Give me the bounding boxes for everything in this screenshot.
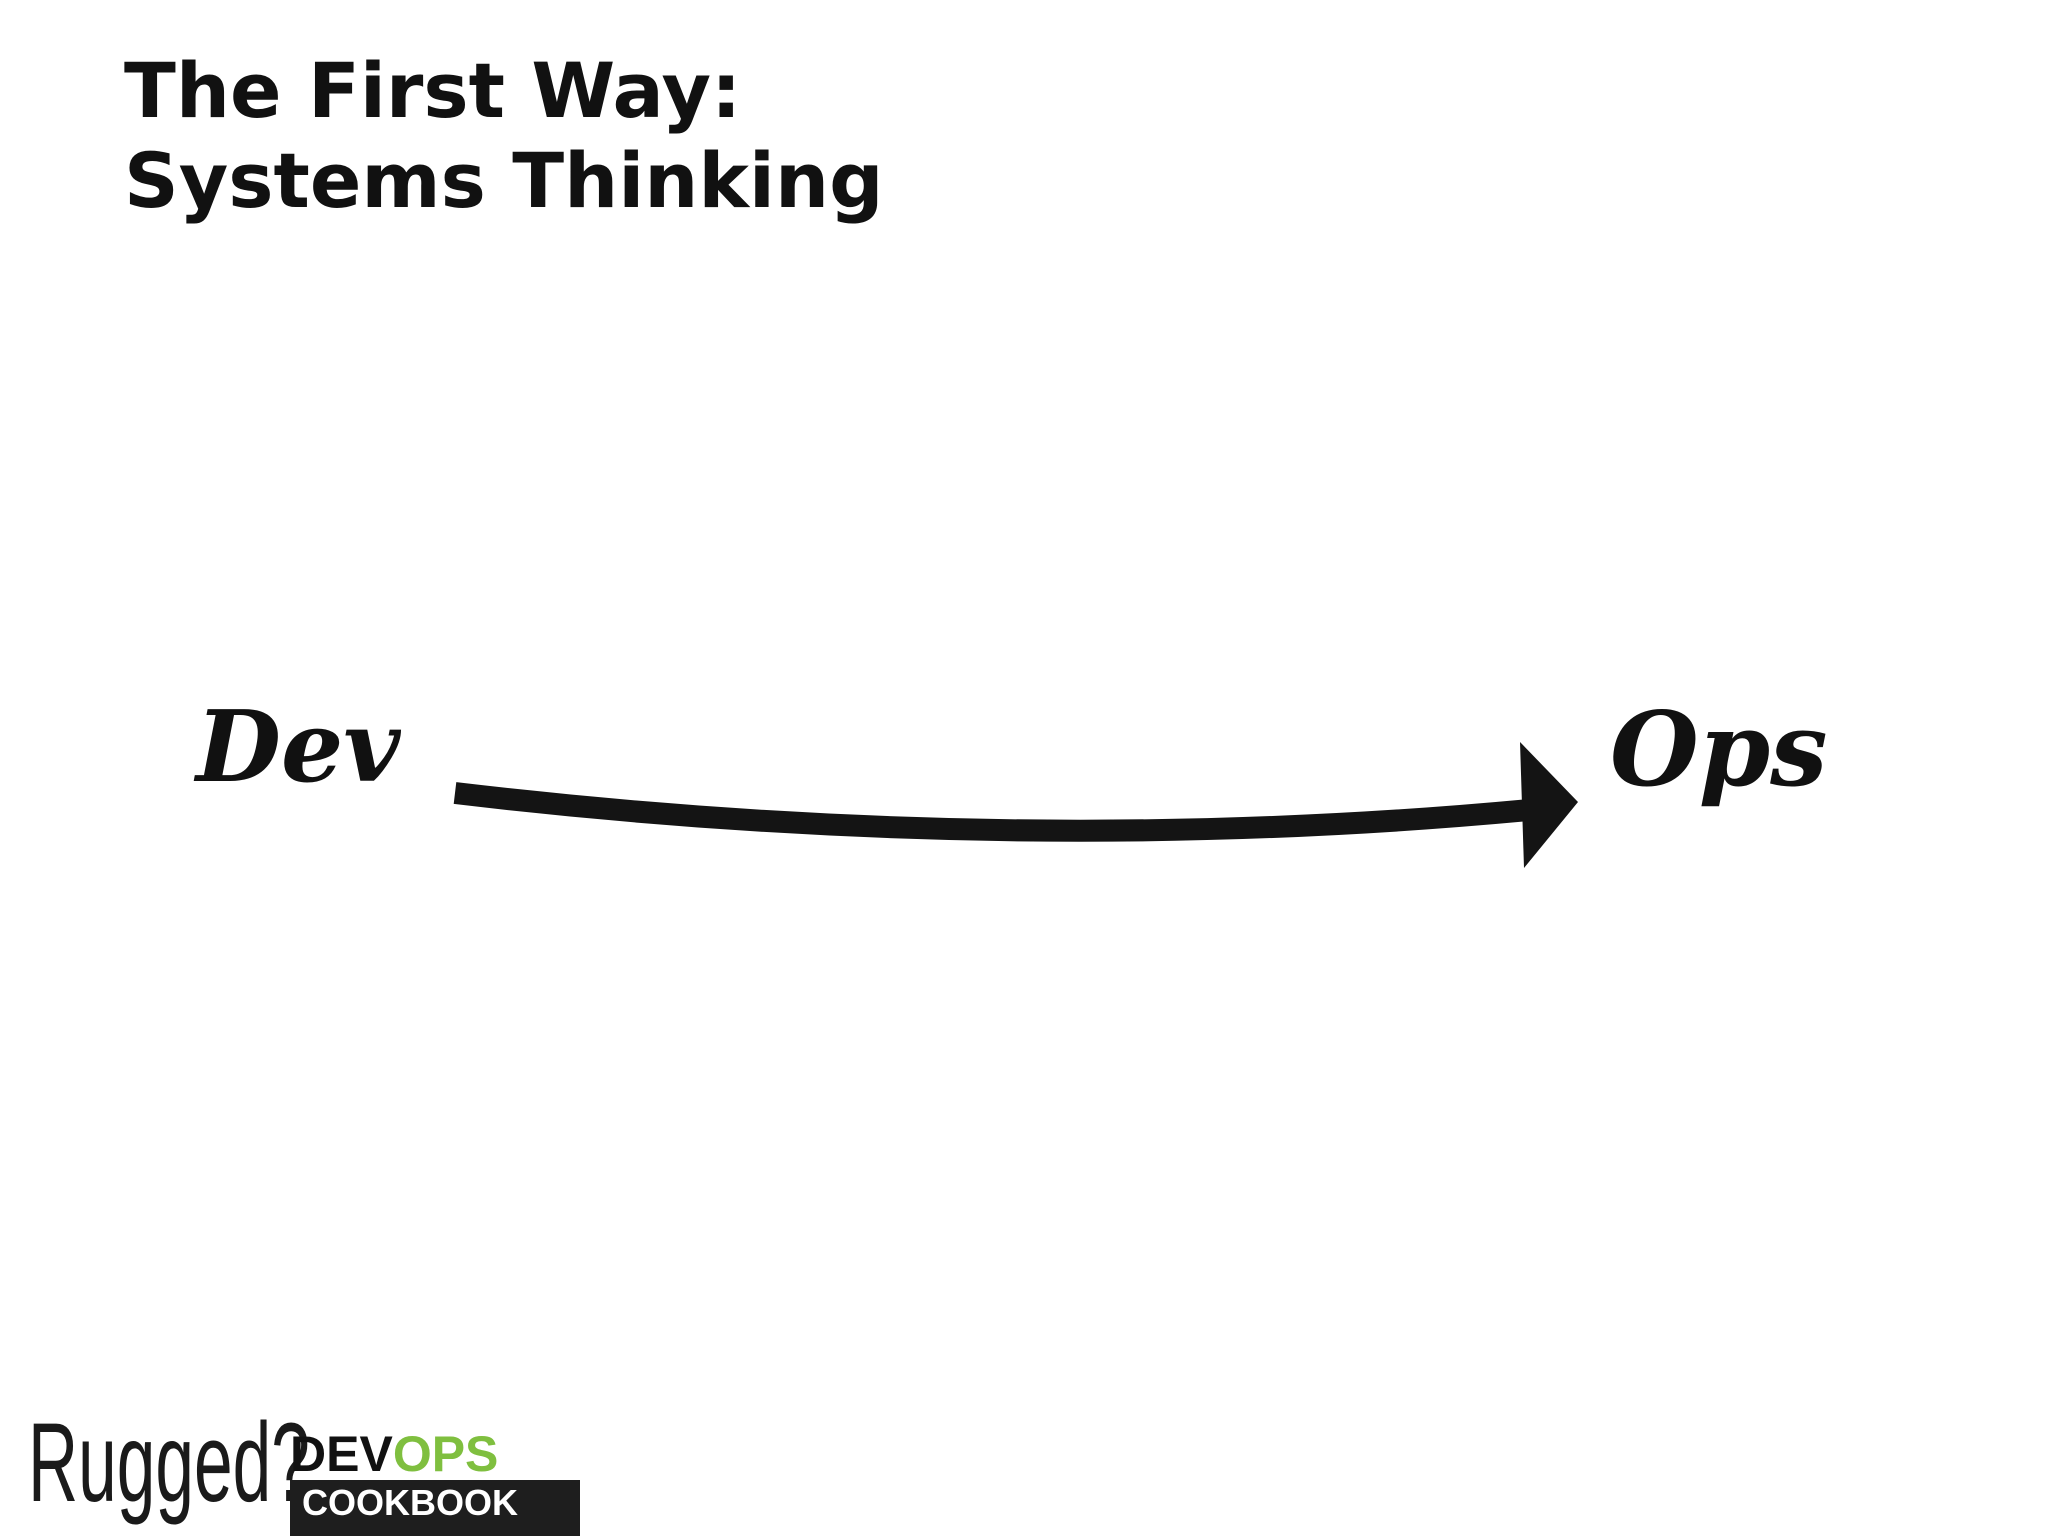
logo-ops-text: OPS	[392, 1426, 499, 1482]
devops-wordmark: DEVOPS	[290, 1428, 498, 1480]
devops-cookbook-logo: DEVOPS COOKBOOK	[290, 1428, 580, 1536]
rugged-wordmark: Rugged?	[28, 1400, 310, 1525]
cookbook-bar: COOKBOOK	[290, 1480, 580, 1536]
logo-dev-text: DEV	[290, 1426, 393, 1482]
footer-logo: Rugged? DEVOPS COOKBOOK	[28, 1398, 588, 1538]
ops-label: Ops	[1610, 690, 1828, 810]
arrow-shaft	[453, 782, 1552, 842]
dev-label: Dev	[196, 690, 401, 805]
slide-title: The First Way: Systems Thinking	[124, 46, 883, 226]
arrow-head	[1520, 742, 1578, 868]
title-line-1: The First Way:	[124, 46, 742, 135]
title-line-2: Systems Thinking	[124, 136, 884, 225]
